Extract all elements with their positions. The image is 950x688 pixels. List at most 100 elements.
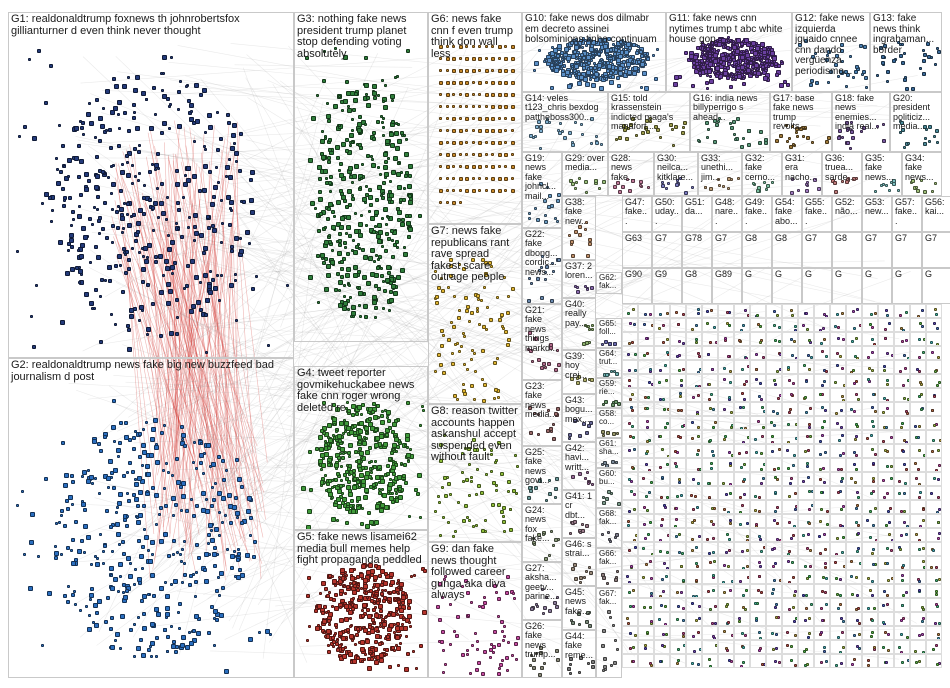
small-group-cell: G51: da... <box>682 196 712 232</box>
node <box>580 53 584 57</box>
node <box>189 103 194 108</box>
node <box>119 647 122 650</box>
group-label: G59: rie... <box>599 380 619 397</box>
node <box>339 421 344 426</box>
node <box>390 451 394 455</box>
node <box>160 131 164 135</box>
node <box>322 79 326 83</box>
node <box>645 337 648 340</box>
node <box>151 302 155 306</box>
node <box>921 325 924 328</box>
node <box>141 545 145 549</box>
node <box>414 488 418 492</box>
group-panel-g19: G19: news fake johncl... mail... <box>522 152 562 228</box>
node <box>127 267 131 271</box>
node <box>706 87 709 90</box>
small-group-cell: G <box>742 268 772 304</box>
node <box>568 433 572 437</box>
node <box>338 243 342 247</box>
node <box>579 581 582 584</box>
node <box>383 596 387 600</box>
node <box>465 129 468 132</box>
node <box>326 629 331 634</box>
node <box>245 230 250 235</box>
node <box>618 54 623 59</box>
node <box>111 241 114 244</box>
node <box>485 473 488 476</box>
tiny-group-cell <box>766 360 782 374</box>
node <box>498 165 501 168</box>
node <box>625 137 629 141</box>
node <box>792 143 795 146</box>
node <box>344 451 347 454</box>
node <box>220 274 223 277</box>
node <box>465 81 469 85</box>
node <box>86 479 91 484</box>
node <box>328 479 332 483</box>
node <box>357 583 360 586</box>
node <box>869 323 872 326</box>
node <box>77 549 82 554</box>
node <box>185 509 189 513</box>
node <box>554 368 558 372</box>
node <box>66 600 70 604</box>
group-panel-g10: G10: fake news dos dilmabr em decreto as… <box>522 12 666 92</box>
node <box>390 200 394 204</box>
node <box>923 142 927 146</box>
node <box>55 157 58 160</box>
group-label: G30: neilca... kitklare... <box>657 154 695 182</box>
node <box>206 215 210 219</box>
node <box>391 284 396 289</box>
node <box>709 341 712 344</box>
node <box>328 438 333 443</box>
node <box>83 508 87 512</box>
node <box>253 540 257 544</box>
node <box>164 259 169 264</box>
node <box>616 648 619 651</box>
node <box>744 309 747 312</box>
node <box>66 507 70 511</box>
node <box>358 304 361 307</box>
node <box>341 456 345 460</box>
node <box>163 424 166 427</box>
node <box>28 58 31 61</box>
node <box>87 179 91 183</box>
node <box>631 425 634 428</box>
node <box>773 324 776 327</box>
node <box>470 311 474 315</box>
tiny-group-cell <box>798 346 814 360</box>
node <box>150 437 155 442</box>
node <box>661 184 665 188</box>
node <box>226 548 229 551</box>
node <box>180 235 184 239</box>
node <box>340 192 344 196</box>
tiny-group-cell <box>622 416 638 430</box>
node <box>774 62 778 66</box>
group-label: G16: india news billyperrigo s ahead... <box>693 94 767 122</box>
tiny-group-cell <box>830 318 846 332</box>
node <box>248 242 251 245</box>
node <box>535 125 539 129</box>
node <box>675 183 679 187</box>
node <box>63 483 68 488</box>
node <box>87 627 92 632</box>
node <box>491 189 495 193</box>
tiny-group-cell <box>878 402 894 416</box>
small-group-label: G7 <box>865 234 889 243</box>
node <box>922 59 926 63</box>
node <box>592 75 596 79</box>
node <box>63 165 66 168</box>
node <box>837 136 841 140</box>
node <box>851 340 854 343</box>
node <box>407 599 412 604</box>
node <box>407 184 412 189</box>
node <box>810 79 814 83</box>
node <box>126 161 129 164</box>
node <box>646 407 649 410</box>
node <box>125 524 129 528</box>
node <box>94 555 97 558</box>
small-group-label: G90 <box>625 270 649 279</box>
node <box>151 427 156 432</box>
node <box>401 134 404 137</box>
node <box>194 580 198 584</box>
